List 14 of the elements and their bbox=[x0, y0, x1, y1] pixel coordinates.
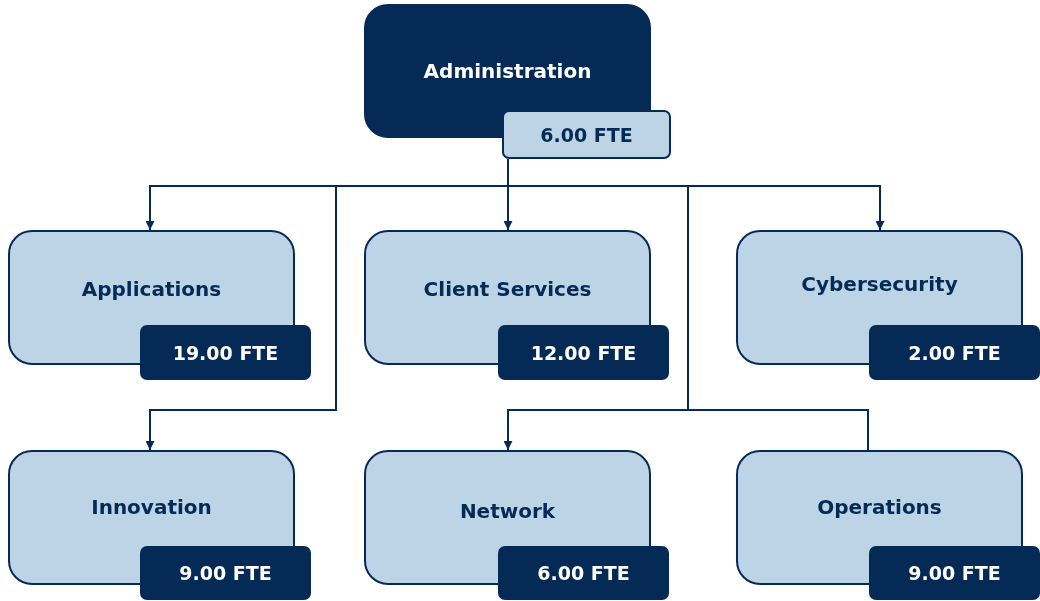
unit-name: Network bbox=[458, 499, 557, 523]
unit-name: Client Services bbox=[422, 277, 593, 301]
fte-badge: 19.00 FTE bbox=[140, 325, 311, 380]
fte-badge: 9.00 FTE bbox=[869, 546, 1040, 600]
fte-badge: 6.00 FTE bbox=[502, 110, 671, 159]
unit-name: Applications bbox=[80, 277, 223, 301]
unit-name: Innovation bbox=[90, 495, 213, 519]
unit-name: Cybersecurity bbox=[800, 272, 959, 296]
fte-badge: 2.00 FTE bbox=[869, 325, 1040, 380]
unit-name: Administration bbox=[422, 59, 593, 83]
unit-name: Operations bbox=[816, 495, 943, 519]
fte-badge: 9.00 FTE bbox=[140, 546, 311, 600]
fte-badge: 12.00 FTE bbox=[498, 325, 669, 380]
fte-badge: 6.00 FTE bbox=[498, 546, 669, 600]
